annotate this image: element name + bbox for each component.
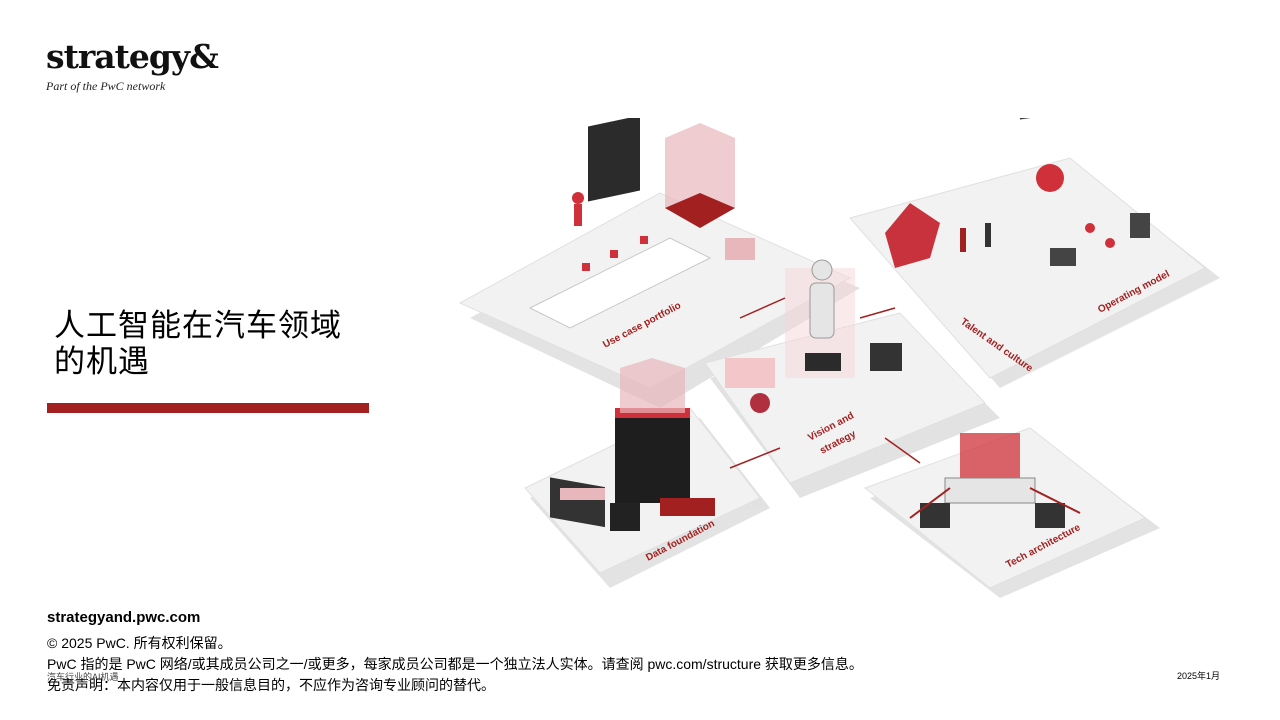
title-accent-bar bbox=[47, 403, 369, 413]
use-case-elements bbox=[528, 115, 755, 329]
ai-capabilities-illustration: Use case portfolio Talent and culture Op… bbox=[440, 52, 1230, 598]
page-title-line2: 的机遇 bbox=[54, 344, 150, 379]
footer-small-note: 汽车行业的AI机遇 bbox=[47, 672, 119, 682]
vision-elements bbox=[725, 259, 902, 413]
footer-disclaimer: 免责声明：本内容仅用于一般信息目的，不应作为咨询专业顾问的替代。 bbox=[47, 677, 495, 693]
footer-date: 2025年1月 bbox=[1176, 671, 1220, 681]
page-title-line1: 人工智能在汽车领域 bbox=[54, 308, 342, 343]
brand-tagline: Part of the PwC network bbox=[46, 79, 166, 93]
page-title: 人工智能在汽车领域 的机遇 bbox=[54, 308, 374, 380]
data-elements bbox=[550, 358, 715, 531]
footer-copyright: © 2025 PwC. 所有权利保留。 bbox=[47, 635, 232, 651]
connector-lines bbox=[729, 297, 921, 469]
footer-legal: © 2025 PwC. 所有权利保留。 PwC 指的是 PwC 网络/或其成员公… bbox=[47, 633, 863, 696]
footer-pwc-note: PwC 指的是 PwC 网络/或其成员公司之一/或更多，每家成员公司都是一个独立… bbox=[47, 656, 863, 672]
tech-elements bbox=[909, 433, 1081, 528]
brand-logo: strategy& Part of the PwC network bbox=[46, 37, 219, 94]
footer-url: strategyand.pwc.com bbox=[47, 609, 201, 626]
brand-wordmark: strategy& bbox=[46, 37, 219, 76]
platform-operating bbox=[849, 157, 1206, 379]
